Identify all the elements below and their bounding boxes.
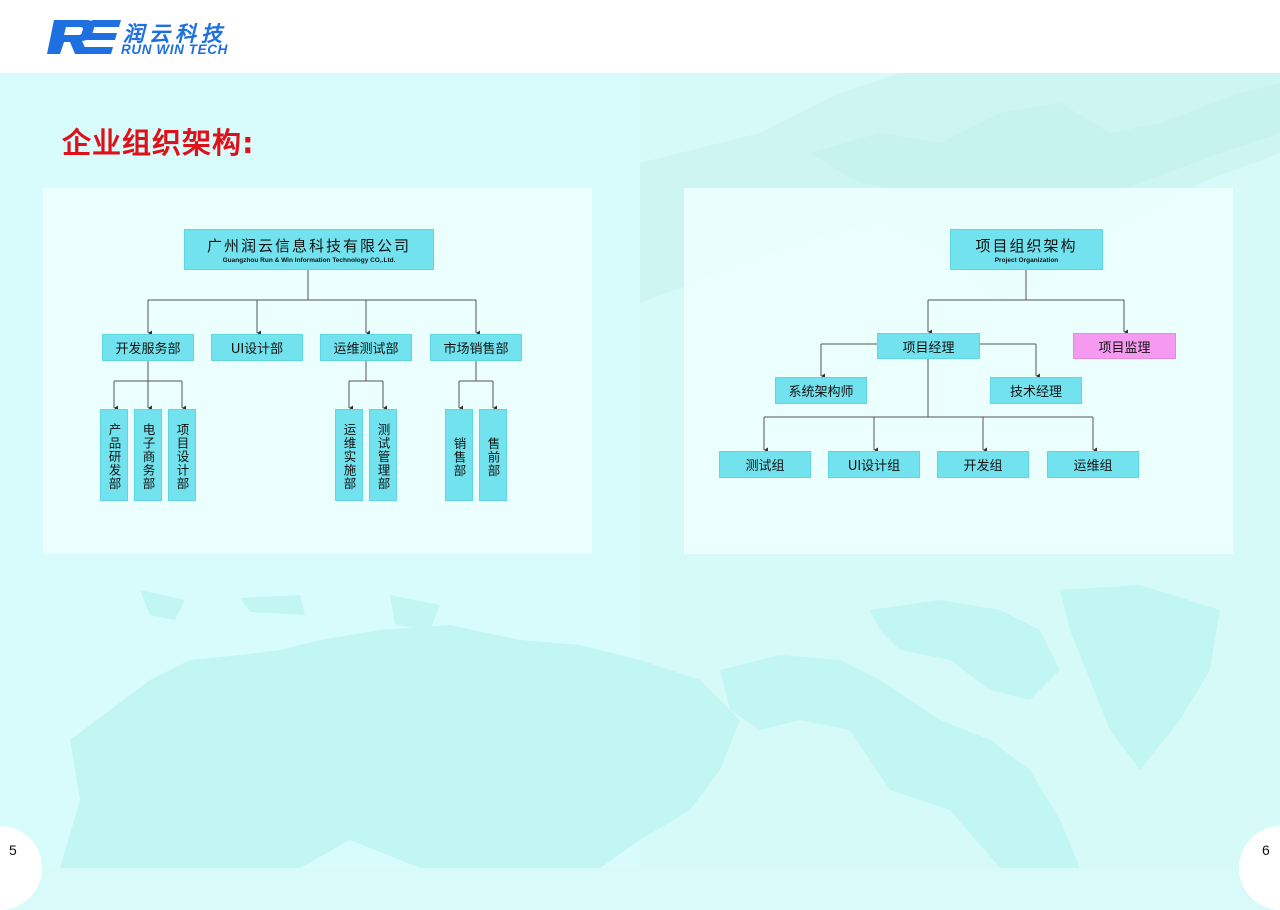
subdept-test-management: 测试管理部 — [369, 409, 397, 501]
project-supervisor-node: 项目监理 — [1073, 333, 1176, 359]
page-number-right: 6 — [1262, 842, 1270, 858]
subdept-label: 售前部 — [485, 436, 501, 478]
node-label: 项目监理 — [1098, 340, 1151, 356]
dept-dev-service: 开发服务部 — [102, 334, 194, 361]
node-label: 项目经理 — [902, 340, 955, 356]
node-label: 技术经理 — [1009, 385, 1062, 400]
group-ui-design: UI设计组 — [828, 451, 920, 478]
dept-label: 市场销售部 — [443, 342, 509, 357]
group-operations: 运维组 — [1047, 451, 1139, 478]
dept-label: 运维测试部 — [333, 342, 399, 357]
subdept-sales: 销售部 — [445, 409, 473, 501]
world-map-background — [60, 585, 1220, 868]
company-logo: 润云科技 RUN WIN TECH — [44, 18, 244, 58]
dept-label: 开发服务部 — [115, 342, 181, 357]
root-sublabel: Guangzhou Run & Win Information Technolo… — [222, 257, 396, 264]
dept-market-sales: 市场销售部 — [430, 334, 522, 361]
subdept-label: 测试管理部 — [375, 423, 391, 491]
dept-label: UI设计部 — [230, 342, 284, 357]
subdept-label: 项目设计部 — [174, 423, 190, 491]
company-name-cn: 润云科技 — [123, 22, 227, 46]
node-label: 系统架构师 — [788, 385, 854, 400]
project-manager-node: 项目经理 — [877, 333, 980, 359]
dept-ops-test: 运维测试部 — [320, 334, 412, 361]
subdept-ops-implementation: 运维实施部 — [335, 409, 363, 501]
org-root-company: 广州润云信息科技有限公司 Guangzhou Run & Win Informa… — [184, 229, 434, 270]
group-test: 测试组 — [719, 451, 811, 478]
subdept-product-rd: 产品研发部 — [100, 409, 128, 501]
root-label: 项目组织架构 — [975, 237, 1078, 255]
node-label: 开发组 — [963, 459, 1003, 474]
tech-manager-node: 技术经理 — [990, 377, 1082, 404]
group-development: 开发组 — [937, 451, 1029, 478]
dept-ui-design: UI设计部 — [211, 334, 303, 361]
root-sublabel: Project Organization — [994, 257, 1059, 264]
header-bar: 润云科技 RUN WIN TECH — [0, 0, 1280, 73]
project-org-root: 项目组织架构 Project Organization — [950, 229, 1103, 270]
page-number-left: 5 — [9, 842, 17, 858]
subdept-label: 销售部 — [451, 436, 467, 478]
logo-mark-icon — [47, 20, 121, 54]
node-label: 运维组 — [1073, 459, 1113, 474]
subdept-label: 运维实施部 — [341, 423, 357, 491]
root-label: 广州润云信息科技有限公司 — [206, 237, 411, 255]
subdept-label: 电子商务部 — [140, 423, 156, 491]
page-title: 企业组织架构: — [62, 126, 255, 160]
company-name-en: RUN WIN TECH — [121, 42, 228, 57]
system-architect-node: 系统架构师 — [775, 377, 867, 404]
subdept-ecommerce: 电子商务部 — [134, 409, 162, 501]
node-label: 测试组 — [745, 459, 785, 474]
subdept-presales: 售前部 — [479, 409, 507, 501]
subdept-label: 产品研发部 — [106, 423, 122, 491]
subdept-project-design: 项目设计部 — [168, 409, 196, 501]
node-label: UI设计组 — [847, 459, 901, 474]
